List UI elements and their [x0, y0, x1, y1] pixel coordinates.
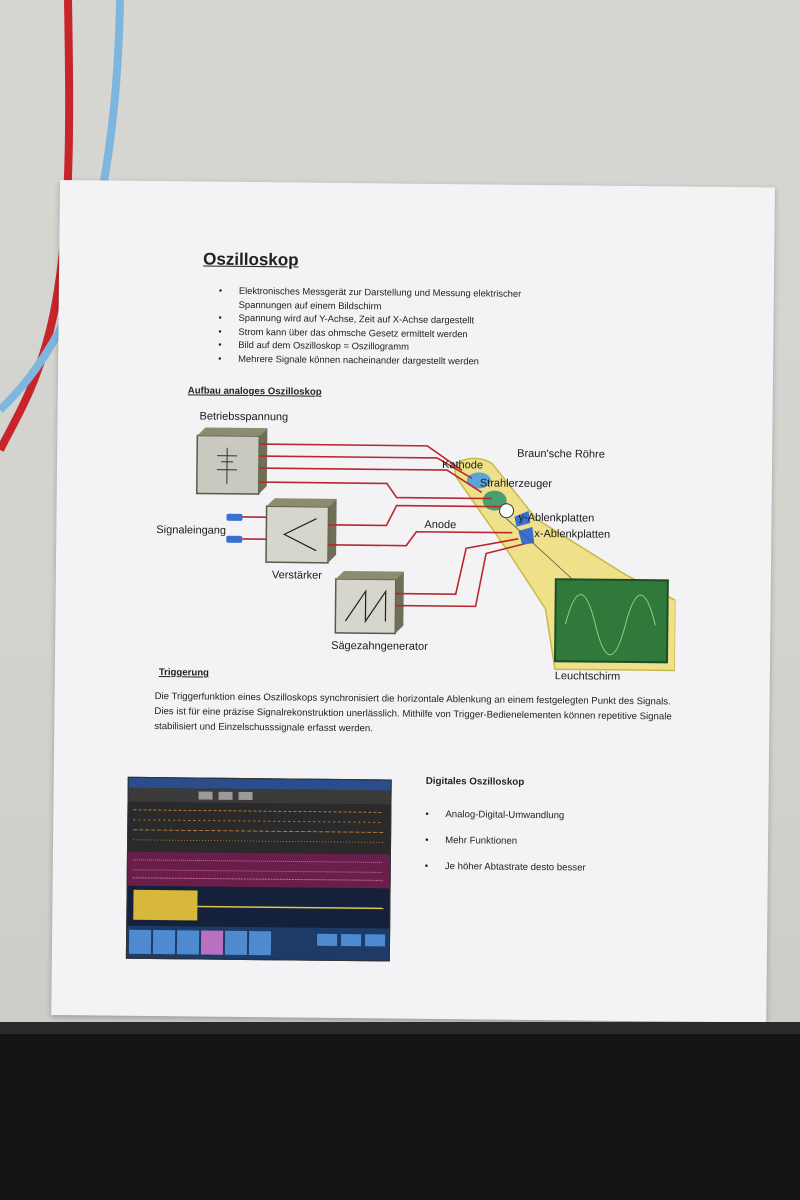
y-deflector-plates — [514, 510, 531, 527]
label-betriebsspannung: Betriebsspannung — [199, 410, 288, 423]
wires — [242, 443, 525, 608]
table-edge — [0, 1022, 800, 1200]
digital-bullets: Analog-Digital-Umwandlung Mehr Funktione… — [425, 802, 587, 882]
cathode-cylinder — [466, 472, 491, 489]
label-saegezahn: Sägezahngenerator — [331, 640, 428, 653]
label-verstaerker: Verstärker — [272, 569, 323, 582]
power-supply-box — [195, 434, 261, 495]
digital-heading: Digitales Oszilloskop — [425, 775, 525, 788]
analog-heading: Aufbau analoges Oszilloskop — [187, 385, 322, 398]
label-x-ablenkplatten: x-Ablenkplatten — [534, 528, 610, 541]
digital-bullet-item: Je höher Abtastrate desto besser — [425, 854, 586, 882]
oscilloscope-diagram: Betriebsspannung Braun'sche Röhre Kathod… — [156, 410, 677, 680]
label-kathode: Kathode — [442, 459, 483, 471]
digital-scope-drawing — [126, 777, 391, 961]
paper-sheet: Oszilloskop Elektronisches Messgerät zur… — [51, 180, 775, 1023]
label-braun: Braun'sche Röhre — [517, 448, 605, 461]
digital-bullet-item: Mehr Funktionen — [425, 828, 586, 856]
intro-bullets: Elektronisches Messgerät zur Darstellung… — [218, 284, 521, 368]
trigger-heading: Triggerung — [158, 667, 210, 679]
trigger-paragraph: Die Triggerfunktion eines Oszilloskops s… — [154, 691, 672, 735]
signal-input-connector — [226, 535, 243, 543]
label-signaleingang: Signaleingang — [156, 524, 226, 537]
beam-generator — [482, 490, 507, 511]
label-leuchtschirm: Leuchtschirm — [555, 670, 621, 680]
table-edge-strip — [0, 1022, 800, 1034]
luminescent-screen — [553, 578, 669, 664]
signal-input-connector — [226, 513, 243, 521]
digital-scope-image — [125, 776, 392, 962]
label-y-ablenkplatten: y-Ablenkplatten — [518, 512, 594, 525]
document-title: Oszilloskop — [203, 249, 299, 270]
amplifier-box — [265, 505, 330, 564]
label-anode: Anode — [424, 519, 456, 531]
label-strahlerzeuger: Strahlerzeuger — [480, 477, 553, 490]
bullet-continuation-text: Spannungen auf einem Bildschirm — [238, 298, 382, 311]
bullet-item: Mehrere Signale können nacheinander darg… — [218, 351, 521, 368]
digital-bullet-item: Analog-Digital-Umwandlung — [425, 802, 586, 830]
